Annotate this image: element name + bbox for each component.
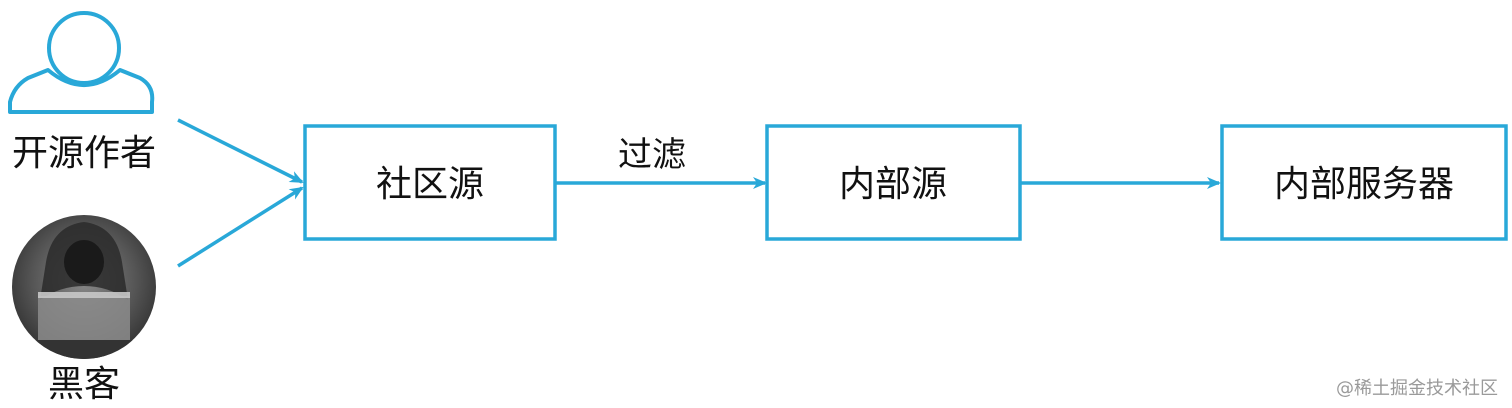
- author-label: 开源作者: [12, 133, 156, 174]
- user-icon: [8, 11, 155, 114]
- internal-server-label: 内部服务器: [1274, 164, 1454, 205]
- internal-source-node: 内部源: [765, 124, 1022, 241]
- community-source-label: 社区源: [376, 164, 484, 205]
- watermark: @稀土掘金技术社区: [1336, 378, 1498, 399]
- filter-label: 过滤: [618, 135, 686, 175]
- author-to-community-arrow: [177, 118, 304, 184]
- internal-source-label: 内部源: [839, 164, 947, 205]
- community-source-node: 社区源: [303, 124, 557, 241]
- hacker-avatar-icon: [12, 215, 156, 359]
- internal-server-node: 内部服务器: [1220, 124, 1508, 241]
- hacker-label: 黑客: [48, 364, 120, 405]
- hacker-to-community-arrow: [177, 186, 304, 268]
